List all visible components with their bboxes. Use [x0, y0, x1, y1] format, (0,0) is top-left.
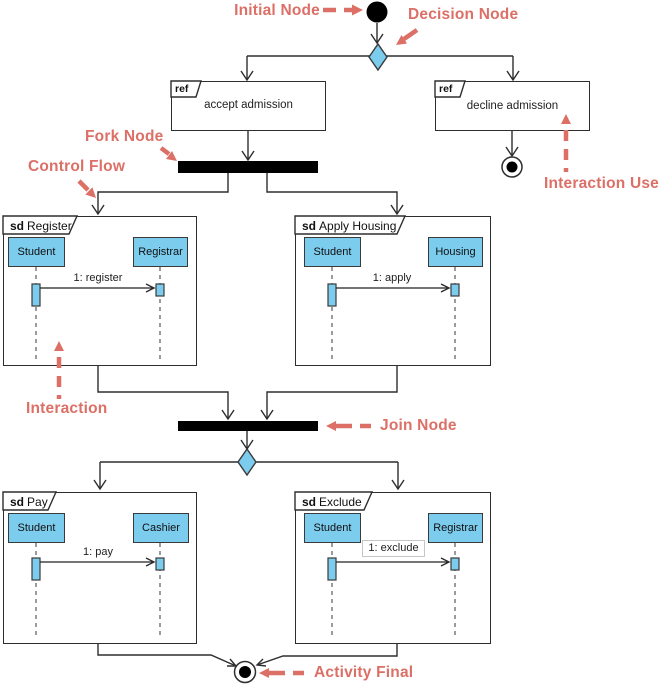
join-node-bar [178, 421, 318, 431]
lifeline-student: Student [8, 513, 65, 543]
sd-keyword: sd [10, 219, 25, 233]
annotation-join-node: Join Node [380, 417, 457, 434]
annotation-fork-node: Fork Node [85, 128, 164, 145]
final-node-decline [501, 156, 523, 178]
frame-name: Pay [27, 495, 48, 509]
annotation-arrows [54, 4, 571, 678]
frame-name: Apply Housing [319, 219, 397, 233]
lifeline-student: Student [304, 513, 361, 543]
frame-tabs [2, 80, 466, 511]
lifeline-cashier: Cashier [133, 513, 189, 543]
ref-keyword: ref [439, 83, 453, 95]
sd-keyword: sd [302, 495, 317, 509]
annotation-activity-final: Activity Final [314, 664, 414, 681]
ref-accept-admission-label: accept admission [204, 99, 293, 111]
lifeline-registrar: Registrar [428, 513, 483, 543]
sd-keyword: sd [302, 219, 317, 233]
decision-node-diamond [368, 42, 388, 72]
activation-bars [31, 283, 460, 581]
lifeline-registrar: Registrar [133, 237, 188, 267]
ref-decline-admission-label: decline admission [466, 100, 559, 112]
fork-node-bar [178, 161, 318, 173]
lifeline-housing: Housing [428, 237, 483, 267]
annotation-control-flow: Control Flow [28, 158, 126, 175]
annotation-interaction: Interaction [26, 400, 108, 417]
merge-node-diamond [237, 447, 257, 477]
message-apply-label: 1: apply [372, 272, 412, 284]
message-exclude-label: 1: exclude [362, 540, 425, 557]
initial-node [366, 1, 388, 23]
message-register-label: 1: register [73, 272, 123, 284]
message-arrows [40, 283, 451, 567]
sd-keyword: sd [10, 495, 25, 509]
annotation-initial-node: Initial Node [234, 2, 320, 19]
annotation-decision-node: Decision Node [408, 6, 519, 23]
frame-name: Exclude [319, 495, 362, 509]
ref-keyword: ref [175, 83, 189, 95]
lifeline-student: Student [304, 237, 361, 267]
lifeline-student: Student [8, 237, 65, 267]
frame-name: Register [27, 219, 72, 233]
message-pay-label: 1: pay [83, 546, 113, 558]
activity-final-node [233, 660, 257, 684]
annotation-interaction-use: Interaction Use [544, 175, 659, 192]
